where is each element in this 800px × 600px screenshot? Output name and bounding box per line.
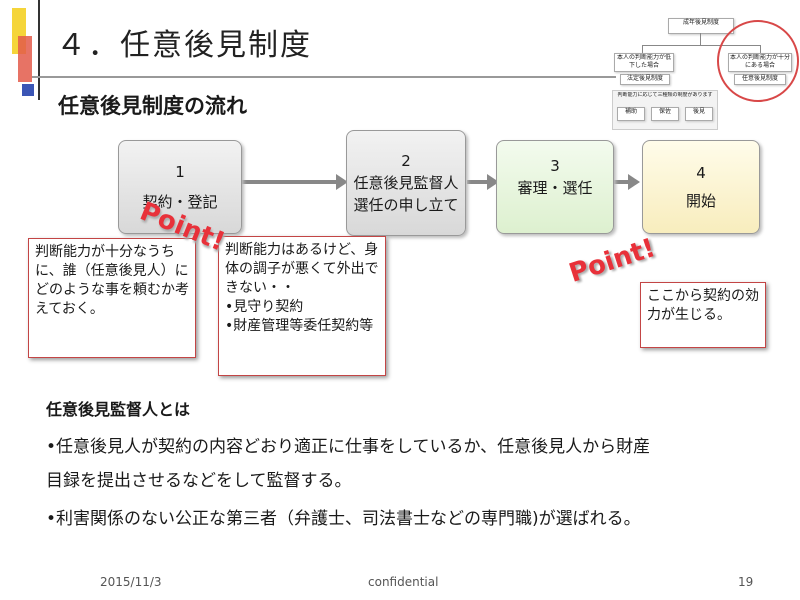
step-number: 3 — [550, 157, 560, 175]
mini-type-hosa: 保佐 — [651, 107, 679, 121]
flow-arrow-head-3 — [628, 174, 640, 190]
title-accent-blue — [22, 84, 34, 96]
note-effect-text: ここから契約の効力が生じる。 — [647, 288, 759, 323]
flow-step-4: 4 開始 — [642, 140, 760, 234]
step-label: 任意後見監督人選任の申し立て — [353, 174, 459, 214]
mini-type-hojo: 補助 — [617, 107, 645, 121]
note-support-contracts: 判断能力はあるけど、身体の調子が悪くて外出できない・・ •見守り契約 •財産管理… — [218, 236, 386, 376]
mini-connector — [700, 33, 701, 45]
footer-date: 2015/11/3 — [100, 575, 162, 589]
note-support-item: •財産管理等委任契約等 — [225, 318, 374, 334]
flow-arrow-head-1 — [336, 174, 348, 190]
flow-arrow-2 — [467, 180, 487, 184]
slide-title: ４．任意後見制度 — [56, 28, 312, 63]
mini-panel-caption: 判断能力に応じて三種類の制度があります — [617, 92, 713, 98]
mini-type-panel: 判断能力に応じて三種類の制度があります 補助 保佐 後見 — [612, 90, 718, 130]
highlight-circle — [717, 20, 799, 102]
note-prepare: 判断能力が十分なうちに、誰（任意後見人）にどのような事を頼むか考えておく。 — [28, 238, 196, 358]
point-callout-2: Point! — [565, 233, 660, 289]
flow-arrow-1 — [242, 180, 336, 184]
slide-subtitle: 任意後見制度の流れ — [58, 94, 247, 118]
mini-type-kouken: 後見 — [685, 107, 713, 121]
step-number: 2 — [401, 152, 411, 170]
note-support-item: •見守り契約 — [225, 299, 304, 315]
mini-connector — [642, 45, 760, 46]
step-label: 契約・登記 — [142, 193, 218, 211]
title-underline — [32, 76, 616, 78]
mini-left-leaf: 法定後見制度 — [620, 74, 670, 85]
flow-step-3: 3 審理・選任 — [496, 140, 614, 234]
flow-arrow-3 — [614, 180, 630, 184]
mini-root: 成年後見制度 — [668, 18, 734, 34]
footer-page-number: 19 — [738, 575, 754, 589]
title-accent-vertical-line — [38, 0, 40, 100]
step-number: 4 — [696, 164, 706, 182]
definition-line: •利害関係のない公正な第三者（弁護士、司法書士などの専門職)が選ばれる。 — [46, 509, 641, 529]
step-label: 開始 — [685, 192, 716, 210]
mini-connector — [642, 45, 643, 53]
mini-left-branch: 本人の判断能力が低下した場合 — [614, 53, 674, 72]
flow-step-2: 2 任意後見監督人選任の申し立て — [346, 130, 466, 236]
note-prepare-text: 判断能力が十分なうちに、誰（任意後見人）にどのような事を頼むか考えておく。 — [35, 244, 189, 317]
definition-heading: 任意後見監督人とは — [46, 400, 191, 419]
definition-line: 目録を提出させるなどをして監督する。 — [46, 471, 352, 491]
footer-label: confidential — [368, 575, 439, 589]
flow-step-1: 1 契約・登記 — [118, 140, 242, 234]
definition-line: •任意後見人が契約の内容どおり適正に仕事をしているか、任意後見人から財産 — [46, 437, 651, 457]
note-support-intro: 判断能力はあるけど、身体の調子が悪くて外出できない・・ — [225, 242, 379, 296]
title-accent-red — [18, 36, 32, 82]
step-number: 1 — [175, 163, 185, 181]
step-label: 審理・選任 — [517, 179, 593, 197]
note-effect: ここから契約の効力が生じる。 — [640, 282, 766, 348]
